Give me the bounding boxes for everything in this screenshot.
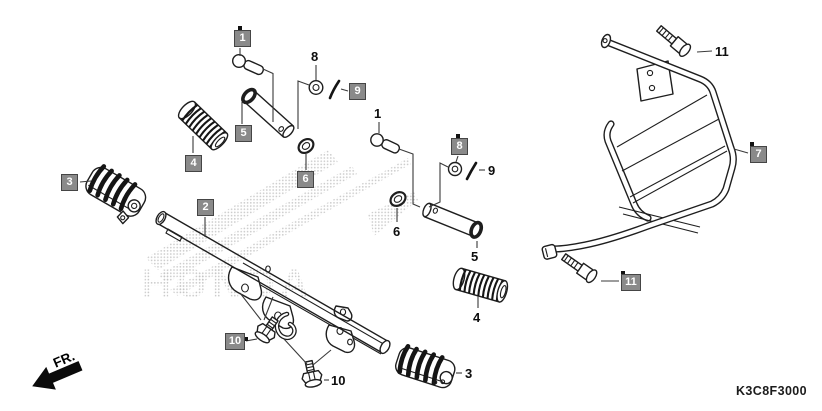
callout-text-8: 8	[311, 49, 319, 64]
callout-text-4: 4	[473, 310, 481, 325]
part-10-flange-bolt-a	[254, 316, 279, 344]
callout-text-10: 10	[331, 373, 346, 388]
watermark-honda-text: HONDA	[142, 262, 314, 306]
watermark-honda-wing	[146, 150, 418, 296]
part-11-flange-bolt-bottom	[561, 253, 598, 284]
callout-box-8: 8	[451, 138, 468, 155]
fr-arrow-icon	[32, 361, 83, 390]
callout-tabs	[238, 26, 754, 341]
callout-box-4: 4	[185, 155, 202, 172]
part-1-pivot-bolt-left	[231, 54, 265, 76]
diagram-code: K3C8F3000	[736, 384, 808, 398]
callout-box-3: 3	[61, 174, 78, 191]
callout-text-3: 3	[465, 366, 473, 381]
callout-box-9: 9	[349, 83, 366, 100]
part-3-footpeg-left	[85, 164, 147, 225]
callout-box-10: 10	[225, 333, 245, 350]
part-8-washer-right	[447, 161, 463, 177]
part-9-cotter-pin-left	[328, 79, 341, 100]
part-4-footpeg-rubber-left	[177, 100, 229, 151]
callout-box-7: 7	[750, 146, 767, 163]
part-4-footpeg-rubber-right	[452, 267, 509, 303]
part-11-flange-bolt-top	[655, 25, 692, 58]
part-1-pivot-bolt-right	[370, 133, 401, 154]
callout-text-1: 1	[374, 106, 382, 121]
callout-text-5: 5	[471, 249, 479, 264]
callout-box-5: 5	[235, 125, 252, 142]
part-7-pipe-guard	[541, 33, 737, 260]
callout-text-9: 9	[488, 163, 496, 178]
part-5-pin-left	[241, 87, 295, 138]
callout-box-2: 2	[197, 199, 214, 216]
part-5-pin-right	[422, 202, 484, 239]
part-6-washer-right	[389, 191, 407, 207]
part-10-flange-bolt-b	[301, 359, 323, 388]
part-8-washer-left	[308, 79, 324, 95]
part-3-footpeg-right	[394, 343, 456, 389]
callout-box-6: 6	[297, 171, 314, 188]
callout-text-6: 6	[393, 224, 401, 239]
part-2-step-bar	[155, 210, 391, 355]
callout-box-11: 11	[621, 274, 641, 291]
leader-lines	[79, 48, 749, 381]
part-9-cotter-pin-right	[465, 161, 478, 181]
part-6-washer-left	[297, 137, 315, 155]
callout-text-11: 11	[715, 44, 729, 59]
callout-box-1: 1	[234, 30, 251, 47]
